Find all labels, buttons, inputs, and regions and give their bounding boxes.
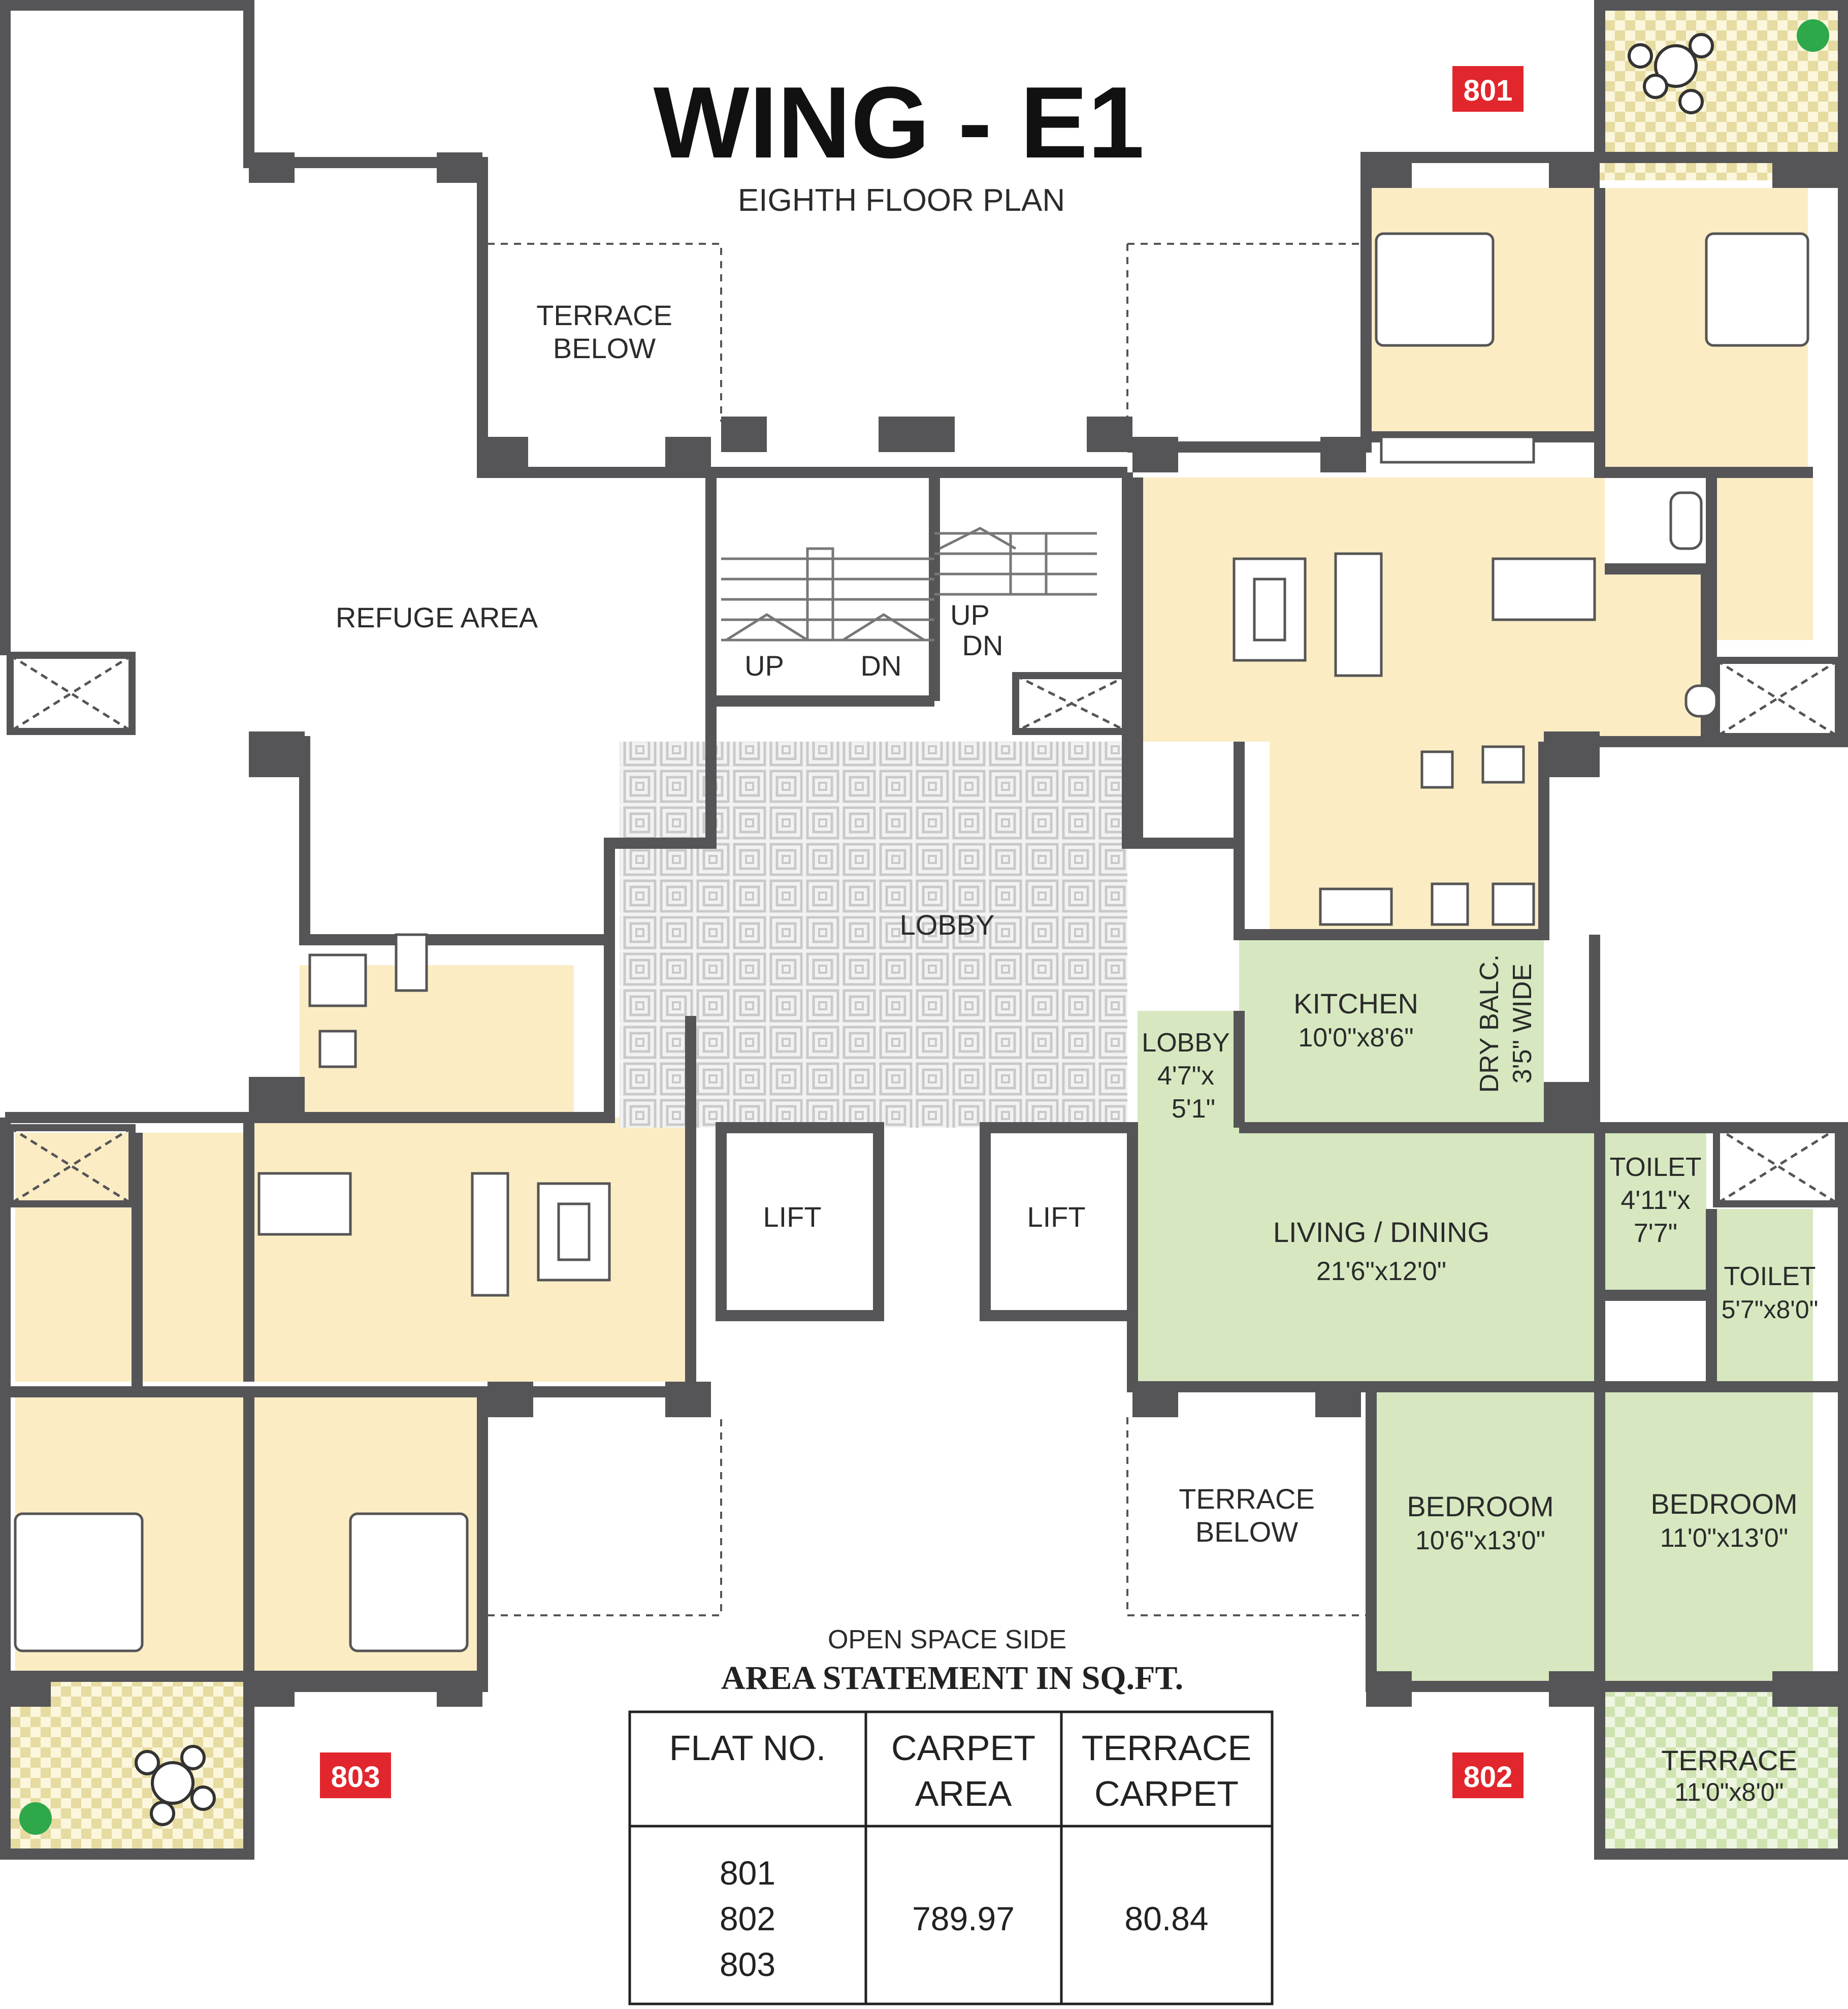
flat-802-living: [1138, 1128, 1605, 1392]
badge-803: 803: [320, 1752, 391, 1798]
table-cell-carpet-area: 789.97: [912, 1900, 1015, 1937]
terrace-below-bottom-l1: TERRACE: [1179, 1483, 1315, 1515]
table-cell-flat: 802: [720, 1900, 775, 1937]
stair-dn-label: DN: [861, 650, 902, 682]
flat-802-kitchen: [1239, 935, 1544, 1128]
table-cell-flat: 803: [720, 1946, 775, 1983]
duct-shafts: [7, 652, 1842, 1207]
staircase: [721, 527, 1097, 642]
badge-802: 802: [1452, 1752, 1523, 1798]
lift-2-label: LIFT: [1027, 1201, 1085, 1233]
table-header-carpet-l1: CARPET: [891, 1728, 1035, 1768]
refuge-area-label: REFUGE AREA: [336, 601, 538, 633]
table-cell-flat: 801: [720, 1854, 775, 1892]
table-header-terrace-l2: CARPET: [1094, 1774, 1239, 1813]
terrace-below-top-l2: BELOW: [553, 332, 656, 364]
terrace-outlines: [488, 243, 1366, 1616]
living-dining-label: LIVING / DINING: [1273, 1216, 1489, 1248]
toilet-2-l1: TOILET: [1724, 1262, 1815, 1291]
plant-icon: [19, 1802, 52, 1835]
table-header-flat: FLAT NO.: [669, 1728, 826, 1768]
svg-text:803: 803: [331, 1761, 380, 1794]
table-cell-terrace-carpet: 80.84: [1124, 1900, 1208, 1937]
kitchen-label: KITCHEN: [1293, 987, 1418, 1019]
flat-803-living: [249, 1118, 691, 1382]
toilet-2-l2: 5'7"x8'0": [1722, 1295, 1819, 1324]
bedroom-1-size: 10'6"x13'0": [1415, 1526, 1545, 1555]
flat-802-toilet-a: [1605, 1128, 1706, 1295]
terrace-furniture: [135, 33, 1714, 1826]
terrace-below-bottom-l2: BELOW: [1195, 1516, 1298, 1548]
toilet-1-l3: 7'7": [1634, 1219, 1677, 1248]
toilet-1-l2: 4'11"x: [1620, 1186, 1690, 1215]
stair2-up-label: UP: [950, 599, 990, 631]
table-header-terrace-l1: TERRACE: [1082, 1728, 1251, 1768]
terrace-below-top-l1: TERRACE: [536, 299, 672, 331]
bedroom-1-label: BEDROOM: [1407, 1490, 1553, 1522]
small-lobby-l3: 5'1": [1172, 1094, 1215, 1124]
flat-802-bedroom-b: [1605, 1392, 1813, 1686]
lobby-floor: [620, 742, 1127, 1128]
badge-801: 801: [1452, 66, 1523, 112]
flat-802-bedroom-a: [1371, 1392, 1595, 1686]
svg-text:801: 801: [1464, 74, 1513, 107]
area-statement-heading: AREA STATEMENT IN SQ.FT.: [721, 1660, 1183, 1697]
living-dining-size: 21'6"x12'0": [1316, 1257, 1446, 1286]
lobby-label: LOBBY: [900, 909, 995, 941]
dry-balcony-l2: 3'5" WIDE: [1508, 964, 1537, 1083]
flat-802-toilet-b: [1711, 1209, 1813, 1382]
furniture: [14, 232, 1809, 1652]
terrace-size: 11'0"x8'0": [1675, 1778, 1784, 1806]
open-space-side: OPEN SPACE SIDE: [828, 1625, 1066, 1654]
lift-1-label: LIFT: [763, 1201, 821, 1233]
dry-balcony-l1: DRY BALC.: [1475, 954, 1504, 1093]
stair-up-label: UP: [744, 650, 784, 682]
table-header-carpet-l2: AREA: [915, 1774, 1012, 1813]
flat-802-terrace: [1600, 1681, 1843, 1849]
bedroom-2-size: 11'0"x13'0": [1660, 1523, 1788, 1553]
svg-text:802: 802: [1464, 1761, 1513, 1794]
small-lobby-l1: LOBBY: [1142, 1028, 1229, 1058]
flat-801-toilet-b: [1716, 472, 1813, 640]
area-table: [628, 1710, 1274, 2005]
pillars: [5, 152, 1843, 1707]
toilet-1-l1: TOILET: [1609, 1153, 1701, 1182]
stair2-dn-label: DN: [962, 629, 1003, 661]
flat-802-lobby: [1138, 1011, 1239, 1128]
small-lobby-l2: 4'7"x: [1157, 1061, 1214, 1091]
plant-icon: [1797, 19, 1829, 52]
kitchen-size: 10'0"x8'6": [1298, 1023, 1413, 1053]
page-subtitle: EIGHTH FLOOR PLAN: [738, 183, 1065, 218]
page-title: WING - E1: [654, 66, 1145, 179]
bedroom-2-label: BEDROOM: [1650, 1488, 1797, 1520]
terrace-label: TERRACE: [1661, 1744, 1797, 1776]
